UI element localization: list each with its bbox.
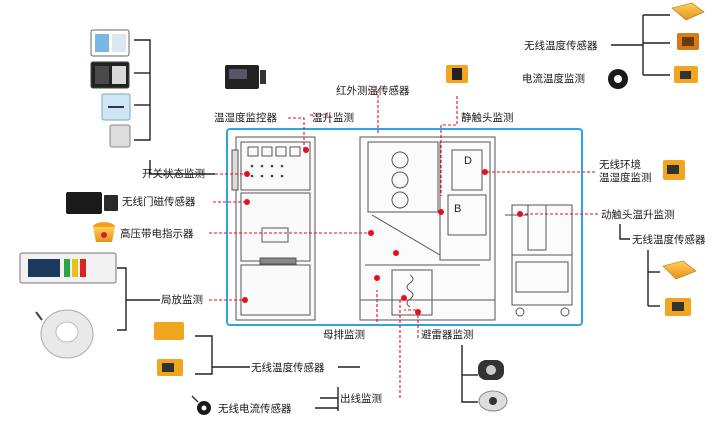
switch-status-device-1 <box>90 29 130 57</box>
label-static-contact: 静触头监测 <box>461 111 514 124</box>
label-hv-indicator: 高压带电指示器 <box>120 227 194 240</box>
label-current-temp: 电流温度监测 <box>522 72 585 85</box>
label-env-line2: 温湿度监测 <box>599 171 652 184</box>
label-temp-humidity-controller: 温湿度监控器 <box>214 111 277 124</box>
switch-status-device-4 <box>109 124 131 148</box>
switch-status-device-3 <box>101 93 131 121</box>
grouping-brackets <box>117 14 670 411</box>
partial-discharge-unit <box>19 252 117 284</box>
cabinet-side-view <box>359 136 496 321</box>
label-wireless-temp-right: 无线温度传感器 <box>632 233 706 246</box>
wireless-temp-sensor-top-2 <box>677 33 699 50</box>
wireless-temp-sensor-right-1 <box>662 260 697 280</box>
label-door-sensor: 无线门磁传感器 <box>122 195 196 208</box>
door-sensor-device <box>66 192 118 214</box>
current-temp-ring-device <box>608 69 628 89</box>
label-temp-rise: 温升监测 <box>312 111 354 124</box>
hv-indicator-device <box>93 222 115 242</box>
wireless-temp-sensor-top-3 <box>674 66 698 83</box>
compartment-mark-d: D <box>464 155 472 167</box>
leader-lines <box>209 89 598 398</box>
env-temp-humidity-device <box>663 160 685 180</box>
monitoring-points <box>242 147 523 315</box>
label-switch-status: 开关状态监测 <box>142 167 205 180</box>
compartment-mark-b: B <box>454 203 461 215</box>
label-wireless-temp-top: 无线温度传感器 <box>524 39 598 52</box>
cabinet-front-view <box>231 136 316 321</box>
label-arrester: 避雷器监测 <box>421 328 474 341</box>
switch-status-device-2 <box>90 61 130 89</box>
wireless-current-sensor-device <box>191 395 211 415</box>
wireless-temp-sensor-right-2 <box>665 298 691 316</box>
temp-humidity-controller-device <box>225 65 266 89</box>
label-moving-contact: 动触头温升监测 <box>601 208 675 221</box>
circuit-breaker-truck <box>505 204 573 317</box>
wireless-temp-sensor-top-1 <box>671 2 705 21</box>
switchgear-frame <box>226 128 583 326</box>
arrester-device-1 <box>478 360 504 380</box>
label-ir-temp-sensor: 红外测温传感器 <box>336 84 410 97</box>
partial-discharge-sensor <box>35 309 94 359</box>
label-env-line1: 无线环境 <box>599 158 641 171</box>
label-busbar: 母排监测 <box>323 328 365 341</box>
label-outlet: 出线监测 <box>340 392 382 405</box>
wireless-temp-sensor-bottom-2 <box>157 359 183 376</box>
ir-temp-sensor-device <box>446 65 468 83</box>
label-partial-discharge: 局放监测 <box>161 293 203 306</box>
label-wireless-temp-bottom: 无线温度传感器 <box>251 361 325 374</box>
arrester-device-2 <box>478 390 508 412</box>
wireless-temp-sensor-bottom-1 <box>154 322 184 340</box>
label-wireless-current: 无线电流传感器 <box>218 402 292 415</box>
cabinet-front-dots <box>250 164 284 178</box>
